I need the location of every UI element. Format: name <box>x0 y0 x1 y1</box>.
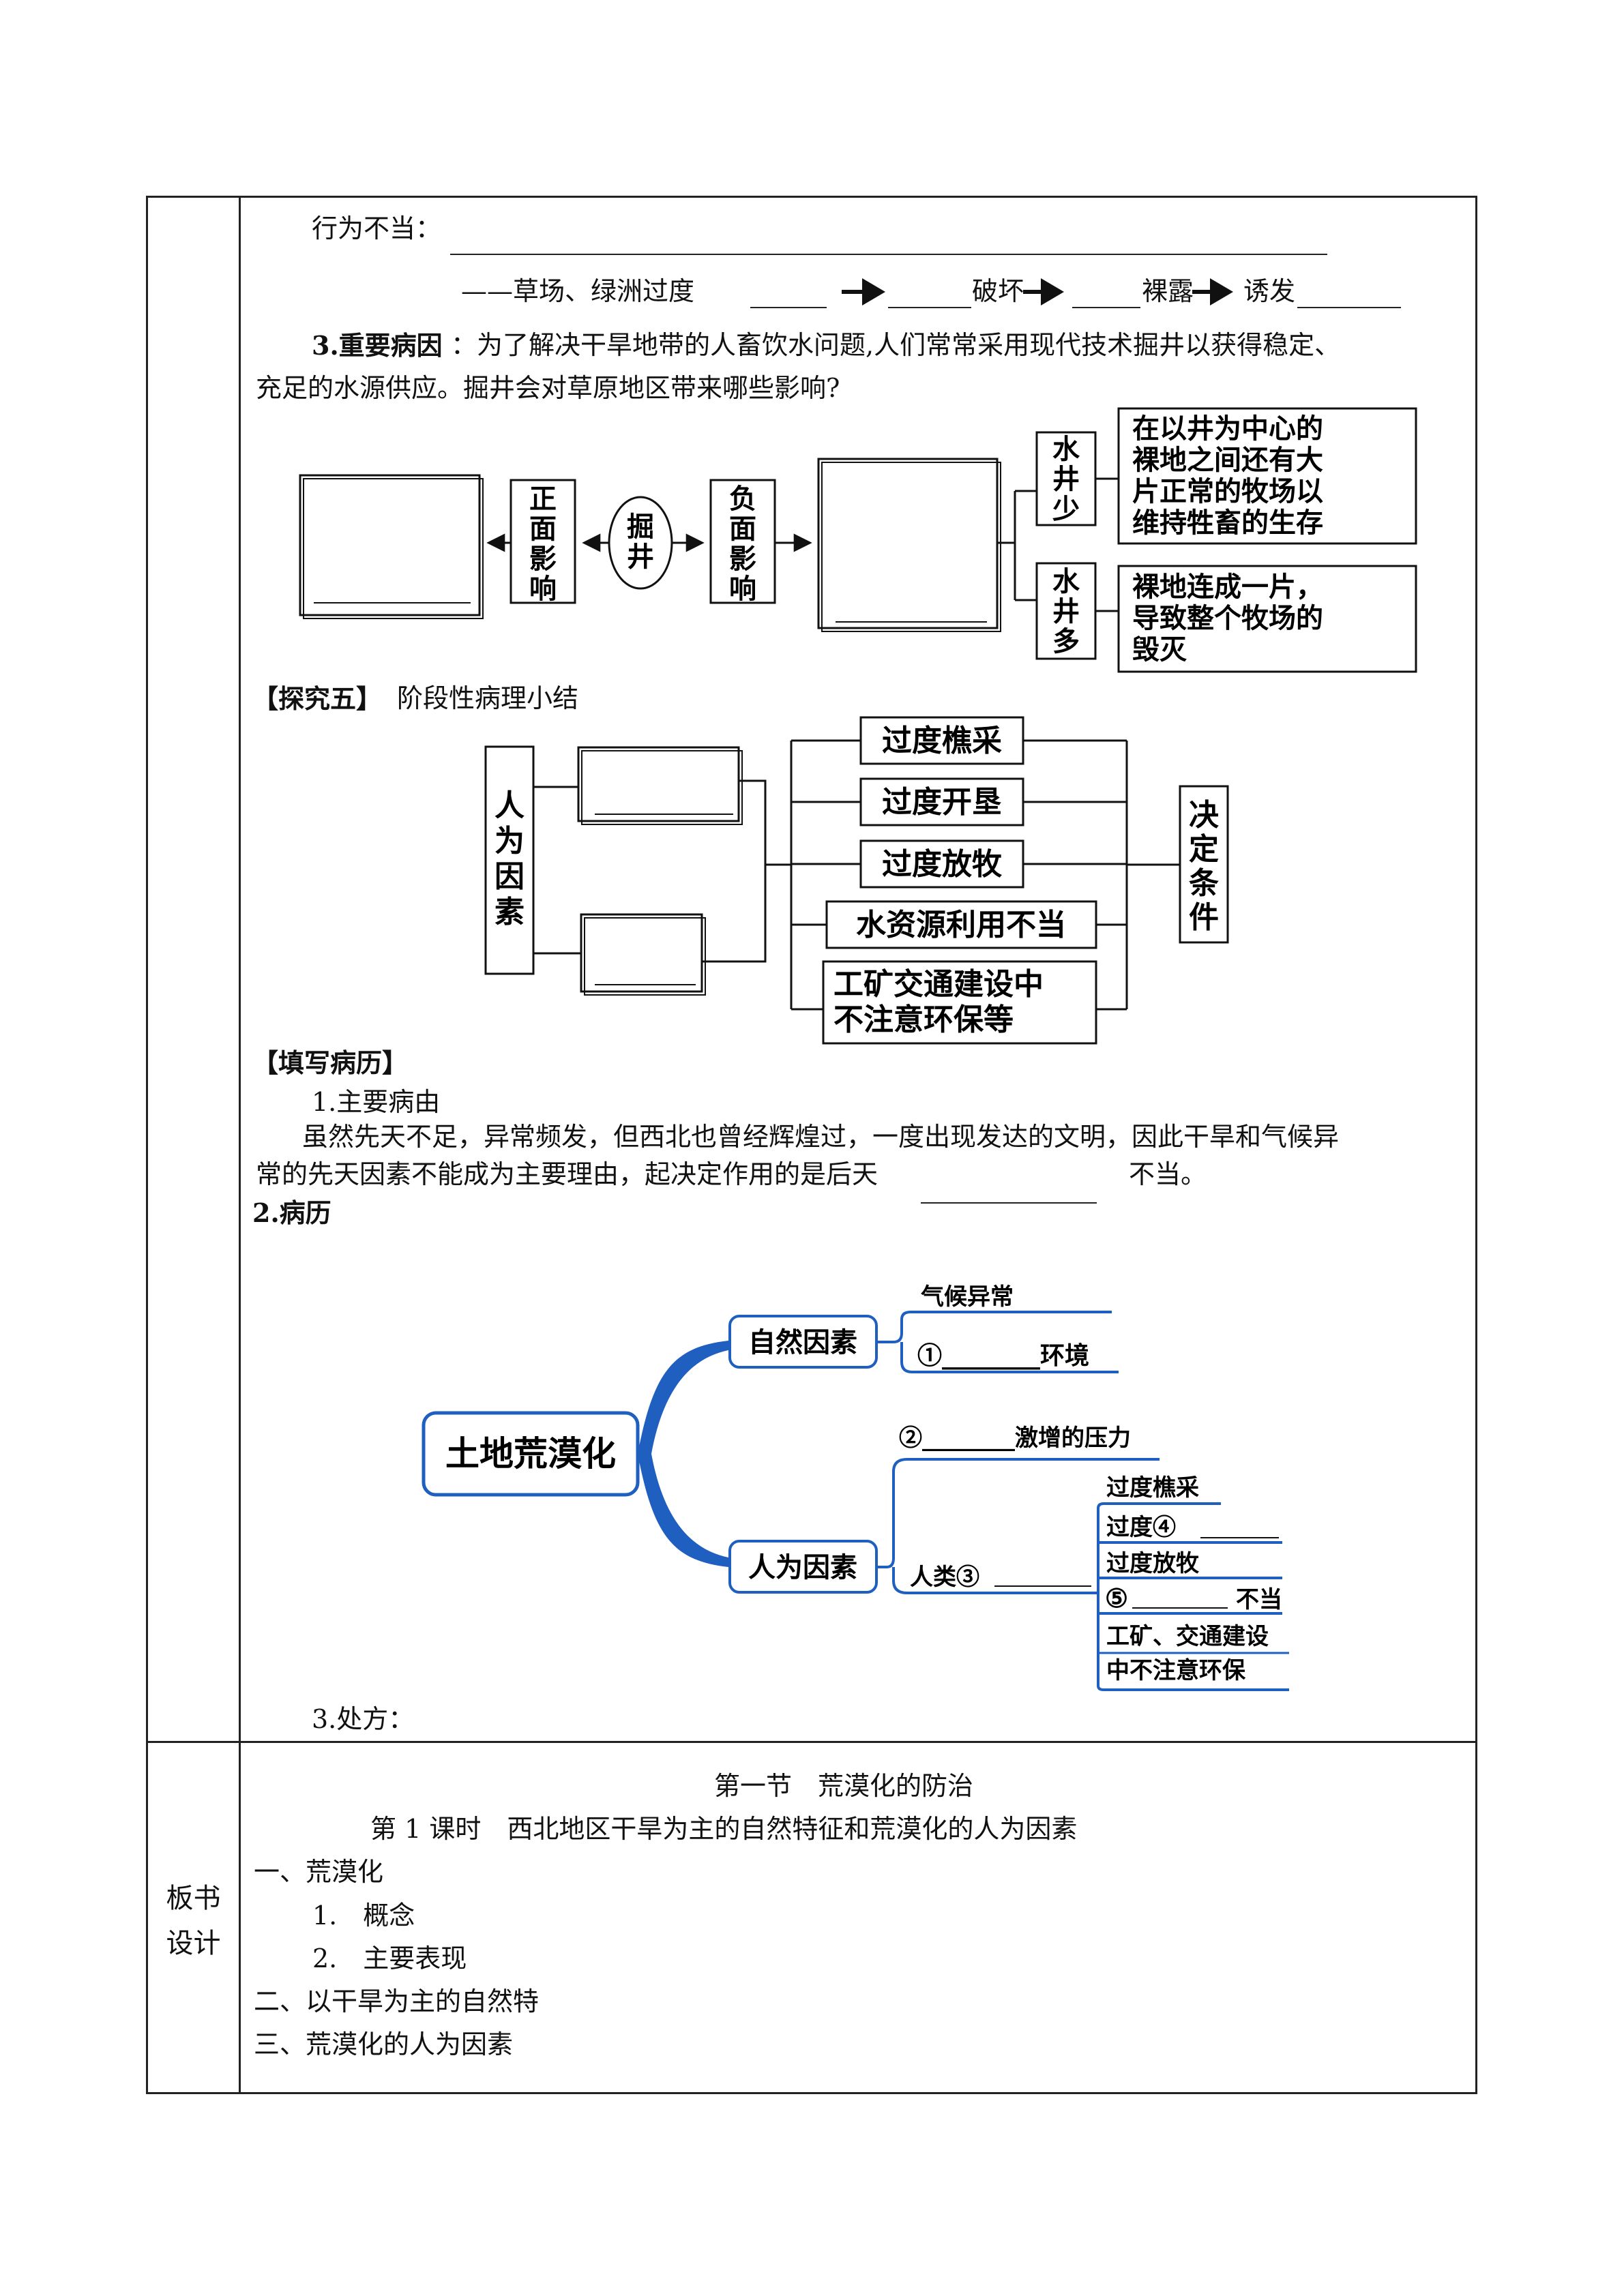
mindmap-sub4-num: ⑤ <box>1105 1583 1128 1613</box>
table-left-border <box>146 196 148 2094</box>
positive-effect-box <box>510 479 576 604</box>
human-factors-box <box>484 745 535 975</box>
item-label-3: 过度放牧 <box>882 847 1003 882</box>
mindmap-climate: 气候异常 <box>920 1283 1014 1311</box>
chain-arrow-3 <box>1192 278 1233 305</box>
chain-prefix: ——草场、绿洲过度 <box>461 276 695 306</box>
mindmap-sub3: 过度放牧 <box>1106 1550 1200 1577</box>
chain-induce: 诱发 <box>1243 276 1296 306</box>
few-wells-result-box <box>1117 407 1417 545</box>
board-side-label-1: 板书 <box>166 1883 221 1914</box>
board-outline-5: 三、荒漠化的人为因素 <box>254 2029 514 2059</box>
table-right-border <box>1475 196 1477 2094</box>
explore5-heading: 【探究五】 <box>252 683 383 714</box>
board-side-label-2: 设计 <box>166 1928 221 1959</box>
mindmap-sub2: 过度④ <box>1106 1514 1176 1541</box>
cause-text-line2: 充足的水源供应。掘井会对草原地区带来哪些影响? <box>256 373 840 403</box>
item-label-4: 水资源利用不当 <box>856 908 1066 942</box>
item-box-4 <box>825 900 1097 949</box>
item-label-5: 工矿交通建设中不注意环保等 <box>833 967 1044 1037</box>
mindmap-natural-label: 自然因素 <box>748 1326 857 1358</box>
many-wells-result: 裸地连成一片，导致整个牧场的毁灭 <box>1132 571 1323 666</box>
record-prescription: 3.处方： <box>312 1704 415 1734</box>
explore5-title: 阶段性病理小结 <box>397 683 579 713</box>
negative-effect-answer-box[interactable] <box>817 458 999 629</box>
board-outline-1: 一、荒漠化 <box>254 1857 384 1887</box>
record-history: 2.病历 <box>252 1197 331 1228</box>
positive-effect-answer-box[interactable] <box>299 474 481 616</box>
mindmap-human-label: 人为因素 <box>748 1551 857 1583</box>
mindmap-sub5b: 中不注意环保 <box>1106 1657 1246 1684</box>
mindmap-root-label: 土地荒漠化 <box>445 1433 616 1474</box>
many-wells-result-box <box>1117 565 1417 673</box>
record-blank[interactable] <box>921 1202 1097 1204</box>
chain-arrow-1 <box>842 278 885 305</box>
table-row-divider <box>146 1741 1477 1743</box>
record-para-tail: 不当。 <box>1129 1159 1207 1189</box>
item-box-1 <box>859 716 1024 765</box>
mindmap-sub1: 过度樵采 <box>1106 1474 1199 1502</box>
table-column-divider <box>239 196 241 2094</box>
record-heading: 【填写病历】 <box>252 1047 409 1078</box>
board-outline-2: 1. 概念 <box>312 1900 415 1930</box>
many-wells-box <box>1035 562 1097 660</box>
chain-blank-1[interactable] <box>750 307 827 308</box>
chain-blank-3[interactable] <box>1072 307 1140 308</box>
chain-blank-2[interactable] <box>888 307 971 308</box>
table-top-border <box>146 196 1477 198</box>
mindmap: 土地荒漠化 自然因素 人为因素 气候异常 ①________环境 ②______… <box>422 1283 1289 1691</box>
board-lesson-title: 第 1 课时 西北地区干旱为主的自然特征和荒漠化的人为因素 <box>370 1814 1078 1844</box>
explore5-answer-box-1[interactable] <box>577 746 740 822</box>
mindmap-sub5a: 工矿、交通建设 <box>1106 1623 1269 1650</box>
chain-arrow-2 <box>1023 278 1064 305</box>
mindmap-env: ①________环境 <box>917 1341 1089 1370</box>
record-para-line2: 常的先天因素不能成为主要理由，起决定作用的是后天 <box>256 1159 879 1189</box>
board-outline-4: 二、以干旱为主的自然特 <box>254 1986 540 2016</box>
many-wells-label: 水井多 <box>1052 565 1080 657</box>
board-section-title: 第一节 荒漠化的防治 <box>714 1771 974 1801</box>
item-label-2: 过度开垦 <box>882 785 1002 820</box>
positive-effect-label: 正面影响 <box>529 483 557 605</box>
behavior-blank[interactable] <box>450 254 1327 255</box>
negative-effect-box <box>709 479 776 604</box>
cause-title: 3.重要病因 <box>312 330 443 361</box>
behavior-label: 行为不当： <box>312 213 442 243</box>
board-outline-3: 2. 主要表现 <box>312 1943 467 1973</box>
few-wells-label: 水井少 <box>1052 433 1080 525</box>
record-main-cause: 1.主要病由 <box>312 1087 441 1117</box>
cause-text-line1: ：为了解决干旱地带的人畜饮水问题,人们常常采用现代技术掘井以获得稳定、 <box>451 330 1341 360</box>
mindmap-sub4-tail: 不当 <box>1236 1586 1282 1613</box>
explore5-diagram: 人为因素 过度樵采 过度开垦 过度放牧 水资源利用不当 工矿交通建设中不注意环保… <box>484 716 1229 1045</box>
chain-exposed: 裸露 <box>1142 276 1194 306</box>
dig-well-label: 掘井 <box>627 511 654 573</box>
explore5-answer-box-2[interactable] <box>580 913 703 993</box>
mindmap-trunk <box>638 1341 728 1567</box>
record-para-line1: 虽然先天不足，异常频发，但西北也曾经辉煌过，一度出现发达的文明，因此干旱和气候异 <box>302 1122 1340 1152</box>
human-factors-label: 人为因素 <box>494 788 525 929</box>
mindmap-humans: 人类③ <box>910 1564 979 1591</box>
table-bottom-border <box>146 2092 1477 2094</box>
item-box-3 <box>859 839 1024 889</box>
negative-effect-label: 负面影响 <box>729 483 756 605</box>
mindmap-pressure: ②________激增的压力 <box>899 1425 1131 1452</box>
decisive-label: 决定条件 <box>1189 798 1219 935</box>
item-box-2 <box>859 777 1024 826</box>
decisive-box <box>1179 785 1229 944</box>
few-wells-result: 在以井为中心的裸地之间还有大片正常的牧场以维持牲畜的生存 <box>1132 413 1323 539</box>
chain-damage: 破坏 <box>972 276 1024 306</box>
chain-blank-4[interactable] <box>1297 307 1401 308</box>
item-box-5 <box>822 960 1097 1045</box>
well-diagram: 正面影响 掘井 负面影响 水井少 水井多 在以井为中心的裸地之间还有大片正常的牧… <box>299 407 1417 673</box>
item-label-1: 过度樵采 <box>882 724 1002 758</box>
